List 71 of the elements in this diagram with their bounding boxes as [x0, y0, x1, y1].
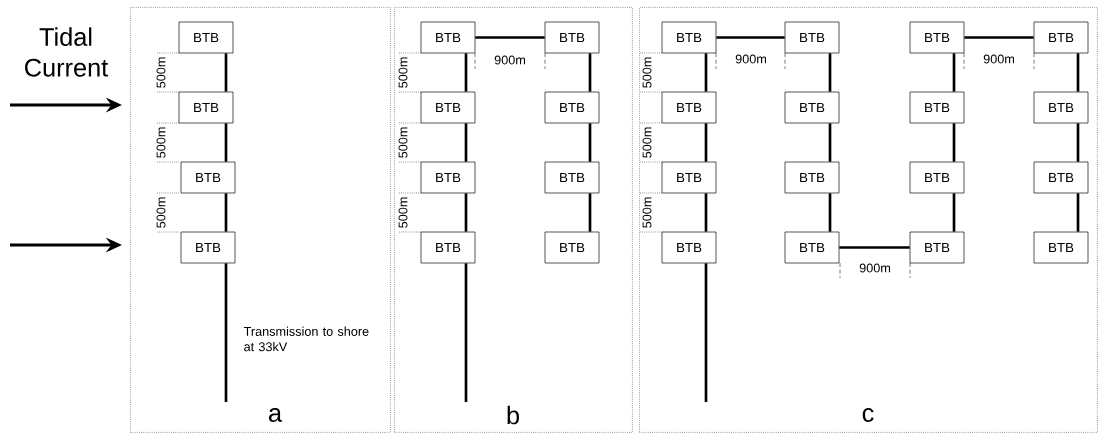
btb-box: BTB [1033, 161, 1089, 194]
cable-line [475, 36, 545, 39]
cable-line [952, 53, 956, 92]
cable-line [1076, 53, 1080, 92]
cable-line [704, 123, 708, 162]
btb-box: BTB [909, 91, 965, 124]
btb-box: BTB [180, 161, 236, 194]
dimension-label: 500m [398, 197, 408, 228]
btb-box: BTB [420, 231, 476, 264]
cable-line [828, 193, 832, 232]
btb-box: BTB [661, 91, 717, 124]
cable-line [716, 36, 785, 39]
btb-box: BTB [1033, 91, 1089, 124]
dimension-label: 500m [642, 57, 652, 88]
cable-line [464, 123, 468, 162]
btb-box: BTB [909, 231, 965, 264]
btb-box: BTB [180, 231, 236, 264]
btb-box: BTB [1033, 21, 1089, 54]
btb-box: BTB [784, 231, 840, 264]
cable-line [224, 263, 228, 402]
cable-line [464, 263, 468, 402]
cable-line [952, 123, 956, 162]
cable-line [464, 53, 468, 92]
btb-box: BTB [661, 231, 717, 264]
cable-line [588, 123, 592, 162]
dimension-label: 500m [398, 57, 408, 88]
cable-line [224, 53, 228, 92]
cable-line [952, 193, 956, 232]
dimension-label: 900m [983, 54, 1014, 64]
dimension-label: 500m [156, 57, 166, 88]
cable-line [704, 193, 708, 232]
dimension-label: 900m [494, 55, 525, 65]
btb-box: BTB [1033, 231, 1089, 264]
btb-box: BTB [544, 21, 600, 54]
btb-box: BTB [178, 21, 234, 54]
cable-line [964, 36, 1034, 39]
btb-box: BTB [784, 21, 840, 54]
dimension-label: 900m [859, 263, 890, 273]
dimension-label: 500m [398, 127, 408, 158]
current-label: Tidal Current [25, 27, 109, 77]
btb-box: BTB [661, 21, 717, 54]
dimension-label: 900m [735, 54, 766, 64]
btb-box: BTB [909, 21, 965, 54]
cable-line [839, 246, 910, 249]
cable-line [464, 193, 468, 232]
btb-box: BTB [909, 161, 965, 194]
btb-box: BTB [420, 91, 476, 124]
cable-line [1076, 123, 1080, 162]
cable-line [224, 193, 228, 232]
dimension-label: 500m [156, 197, 166, 228]
btb-box: BTB [544, 91, 600, 124]
cable-line [828, 53, 832, 92]
btb-box: BTB [784, 161, 840, 194]
annotation-text: Transmission to shore at 33kV [243, 326, 369, 352]
btb-box: BTB [544, 231, 600, 264]
btb-box: BTB [420, 21, 476, 54]
dimension-label: 500m [156, 127, 166, 158]
btb-box: BTB [784, 91, 840, 124]
btb-box: BTB [420, 161, 476, 194]
cable-line [704, 263, 708, 402]
dimension-label: 500m [642, 127, 652, 158]
btb-box: BTB [544, 161, 600, 194]
cable-line [1076, 193, 1080, 232]
cable-line [588, 53, 592, 92]
dimension-label: 500m [642, 197, 652, 228]
cable-line [224, 123, 228, 162]
cable-line [828, 123, 832, 162]
cable-line [588, 193, 592, 232]
btb-box: BTB [661, 161, 717, 194]
btb-box: BTB [178, 91, 234, 124]
cable-line [704, 53, 708, 92]
